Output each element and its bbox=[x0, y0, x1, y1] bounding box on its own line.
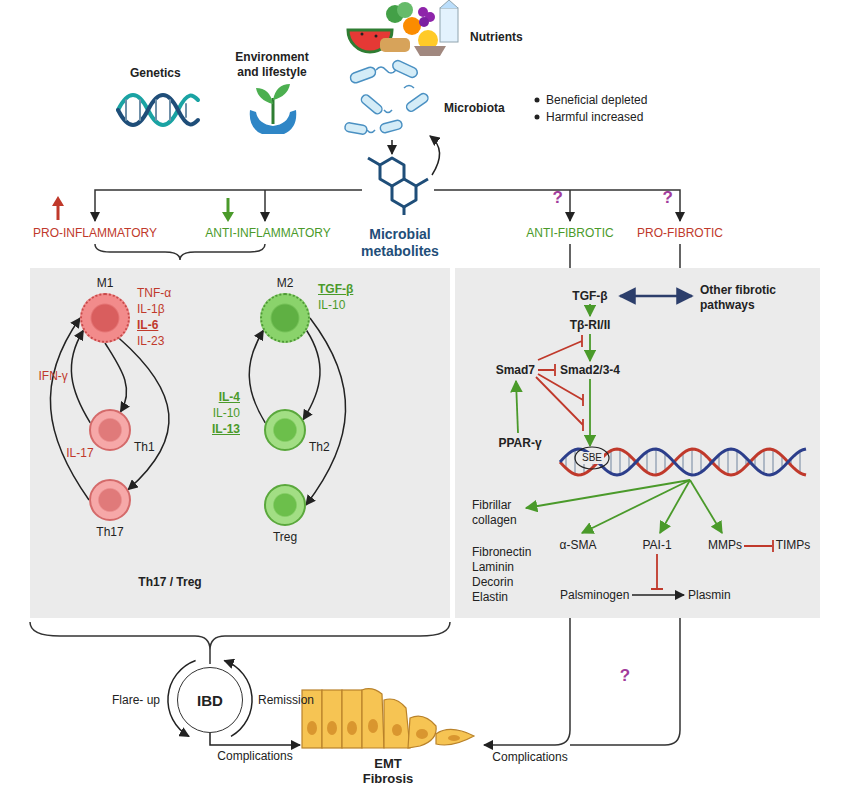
cell-circle: Th17 bbox=[89, 479, 131, 521]
text-label: Fibronectin bbox=[472, 545, 531, 560]
text-label: IL-1β bbox=[137, 302, 165, 317]
panel: Th17 / Treg M1Th1Th17 M2Th2Treg bbox=[30, 268, 450, 618]
text-label: PAI-1 bbox=[642, 538, 671, 553]
text-label: Complications bbox=[492, 750, 567, 765]
text-label: IL-10 bbox=[213, 406, 240, 421]
text-label: ANTI-INFLAMMATORY bbox=[205, 226, 330, 241]
cell-circle: Th1 bbox=[89, 409, 131, 451]
text-label: PPAR-γ bbox=[498, 436, 541, 451]
cell-label: Th17 bbox=[96, 525, 123, 540]
text-label: IL-23 bbox=[137, 334, 164, 349]
text-label: IL-13 bbox=[212, 422, 240, 437]
text-label: Other fibrotic pathways bbox=[700, 283, 788, 313]
text-label: Fibrillar collagen bbox=[472, 498, 528, 528]
text-label: Flare- up bbox=[112, 693, 160, 708]
arrowhead bbox=[52, 196, 64, 206]
emt-label: EMT Fibrosis bbox=[348, 756, 428, 786]
ibd-label: IBD bbox=[197, 692, 223, 709]
arrow bbox=[430, 136, 440, 175]
connector bbox=[210, 733, 300, 745]
pathway-arrows bbox=[516, 296, 773, 595]
text-label: TGF-β bbox=[318, 282, 353, 297]
text-label: PRO-INFLAMMATORY bbox=[33, 226, 157, 241]
text-label: TIMPs bbox=[776, 538, 811, 553]
text-label: ANTI-FIBROTIC bbox=[526, 226, 613, 241]
text-label: IL-4 bbox=[219, 390, 240, 405]
bracket bbox=[30, 622, 450, 664]
panel-ground bbox=[30, 268, 450, 618]
ibd-circle: IBD bbox=[177, 667, 243, 733]
connector bbox=[306, 318, 346, 505]
bullet bbox=[535, 115, 540, 120]
text-label: Palsminogen bbox=[560, 588, 629, 603]
connector bbox=[105, 343, 127, 412]
cell-circle: Th2 bbox=[264, 409, 306, 451]
text-label: PRO-FIBROTIC bbox=[637, 226, 723, 241]
question-mark: ? bbox=[620, 668, 630, 683]
cycle-arrows bbox=[168, 661, 252, 737]
question-mark: ? bbox=[553, 190, 563, 205]
text-label: Beneficial depleted bbox=[546, 93, 647, 108]
cell-circle: M2 bbox=[260, 293, 310, 343]
dna-helix bbox=[560, 449, 806, 475]
text-label: IL-10 bbox=[318, 298, 345, 313]
connector bbox=[50, 318, 89, 500]
connector bbox=[249, 331, 265, 423]
text-label: Smad2/3-4 bbox=[560, 363, 620, 378]
sbe-ring bbox=[575, 447, 609, 469]
text-label: Remission bbox=[258, 693, 314, 708]
cell-label: Treg bbox=[273, 530, 297, 545]
text-label: Microbiota bbox=[444, 101, 505, 116]
edge-label: Complications bbox=[217, 749, 292, 764]
text-label: SBE bbox=[580, 452, 604, 464]
connector bbox=[119, 338, 169, 489]
connector bbox=[71, 331, 90, 423]
cell-label: Th1 bbox=[134, 440, 155, 455]
text-label: Genetics bbox=[130, 66, 181, 81]
edge-label: IL-17 bbox=[66, 446, 93, 461]
text-label: Nutrients bbox=[470, 30, 523, 45]
edge-label: IFN-γ bbox=[38, 369, 67, 384]
panel-ground bbox=[455, 268, 820, 618]
cell-circle: M1 bbox=[80, 293, 130, 343]
cell-label: M1 bbox=[97, 276, 114, 291]
arrowhead bbox=[222, 212, 234, 222]
bullet bbox=[535, 98, 540, 103]
text-label: IL-6 bbox=[137, 318, 158, 333]
text-label: Decorin bbox=[472, 575, 513, 590]
text-label: MMPs bbox=[708, 538, 742, 553]
text-label: TGF-β bbox=[572, 289, 607, 304]
metabolite-molecule bbox=[368, 158, 428, 215]
emt-illustration: EMT Fibrosis bbox=[300, 678, 476, 786]
panel-title: Th17 / Treg bbox=[138, 575, 201, 589]
text-label: Smad7 bbox=[496, 363, 535, 378]
cell-label: Th2 bbox=[309, 440, 330, 455]
cell-label: M2 bbox=[277, 276, 294, 291]
text-label: Laminin bbox=[472, 560, 514, 575]
question-mark: ? bbox=[663, 190, 673, 205]
text-label: α-SMA bbox=[560, 538, 597, 553]
text-label: Microbial metabolites bbox=[350, 226, 450, 260]
arrow bbox=[391, 140, 393, 154]
cell-circle: Treg bbox=[264, 484, 306, 526]
microbiota-illustration bbox=[344, 59, 429, 135]
text-label: TNF-α bbox=[137, 286, 171, 301]
emt-cells bbox=[300, 678, 476, 750]
connector bbox=[303, 331, 320, 420]
decrease-arrow bbox=[227, 198, 230, 214]
text-label: Environment and lifestyle bbox=[226, 50, 318, 80]
text-label: Elastin bbox=[472, 590, 508, 605]
text-label: Plasmin bbox=[688, 588, 731, 603]
dna-icon bbox=[118, 95, 198, 125]
text-label: Tβ-RI/II bbox=[570, 318, 611, 333]
bracket bbox=[95, 244, 265, 260]
plant-hands-icon bbox=[250, 84, 297, 134]
food-illustration bbox=[348, 0, 458, 56]
text-label: Harmful increased bbox=[546, 110, 643, 125]
